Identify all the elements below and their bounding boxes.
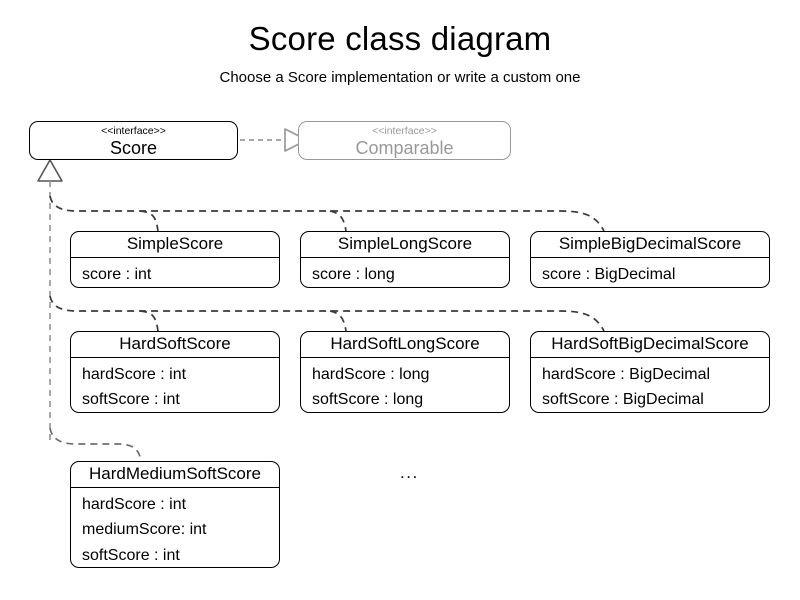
attribute-item: hardScore : int [82, 495, 187, 513]
page-title: Score class diagram [248, 20, 552, 57]
attribute-item: softScore : int [82, 547, 180, 565]
class-box-comparable[interactable]: <<interface>> Comparable [298, 121, 511, 160]
inheritance-branch-row2 [49, 295, 605, 332]
attribute-list: score : int [71, 258, 279, 287]
class-name-simple-big-decimal-score: SimpleBigDecimalScore [531, 232, 769, 258]
attribute-item: softScore : long [312, 391, 424, 409]
class-name-hard-soft-long-score: HardSoftLongScore [301, 332, 509, 358]
class-box-hard-soft-big-decimal-score[interactable]: HardSoftBigDecimalScore hardScore : BigD… [530, 331, 770, 413]
attribute-list: hardScore : long softScore : long [301, 358, 509, 412]
class-name-hard-soft-big-decimal-score: HardSoftBigDecimalScore [531, 332, 769, 358]
class-box-hard-soft-score[interactable]: HardSoftScore hardScore : int softScore … [70, 331, 280, 413]
realization-score-comparable [240, 128, 308, 152]
attribute-item: hardScore : long [312, 365, 430, 383]
page-subtitle: Choose a Score implementation or write a… [219, 69, 581, 86]
attribute-item: score : long [312, 265, 395, 283]
attribute-item: hardScore : int [82, 365, 187, 383]
class-name-hard-medium-soft-score: HardMediumSoftScore [71, 462, 279, 488]
attribute-list: hardScore : BigDecimal softScore : BigDe… [531, 358, 769, 412]
class-box-hard-soft-long-score[interactable]: HardSoftLongScore hardScore : long softS… [300, 331, 510, 413]
attribute-item: score : BigDecimal [542, 265, 676, 283]
class-box-score[interactable]: <<interface>> Score [29, 121, 238, 160]
attribute-item: mediumScore: int [82, 521, 207, 539]
class-name-score: Score [109, 137, 158, 158]
more-classes-ellipsis: ... [400, 463, 419, 482]
class-header-score: <<interface>> Score [30, 122, 237, 159]
attribute-list: hardScore : int softScore : int [71, 358, 279, 412]
stereotype-label: <<interface>> [101, 125, 166, 137]
class-box-hard-medium-soft-score[interactable]: HardMediumSoftScore hardScore : int medi… [70, 461, 280, 568]
attribute-item: score : int [82, 265, 152, 283]
attribute-item: softScore : BigDecimal [542, 391, 704, 409]
class-name-hard-soft-score: HardSoftScore [71, 332, 279, 358]
attribute-item: hardScore : BigDecimal [542, 365, 711, 383]
attribute-item: softScore : int [82, 391, 180, 409]
class-name-simple-score: SimpleScore [71, 232, 279, 258]
attribute-list: hardScore : int mediumScore: int softSco… [71, 488, 279, 567]
class-box-simple-score[interactable]: SimpleScore score : int [70, 231, 280, 288]
class-header-comparable: <<interface>> Comparable [299, 122, 510, 159]
class-box-simple-big-decimal-score[interactable]: SimpleBigDecimalScore score : BigDecimal [530, 231, 770, 288]
stereotype-label: <<interface>> [372, 125, 437, 137]
class-box-simple-long-score[interactable]: SimpleLongScore score : long [300, 231, 510, 288]
inheritance-branch-row3 [49, 427, 142, 462]
attribute-list: score : long [301, 258, 509, 287]
generalization-arrowhead [37, 159, 63, 182]
class-name-simple-long-score: SimpleLongScore [301, 232, 509, 258]
class-name-comparable: Comparable [355, 137, 454, 158]
inheritance-branch-row1 [49, 195, 605, 232]
attribute-list: score : BigDecimal [531, 258, 769, 287]
